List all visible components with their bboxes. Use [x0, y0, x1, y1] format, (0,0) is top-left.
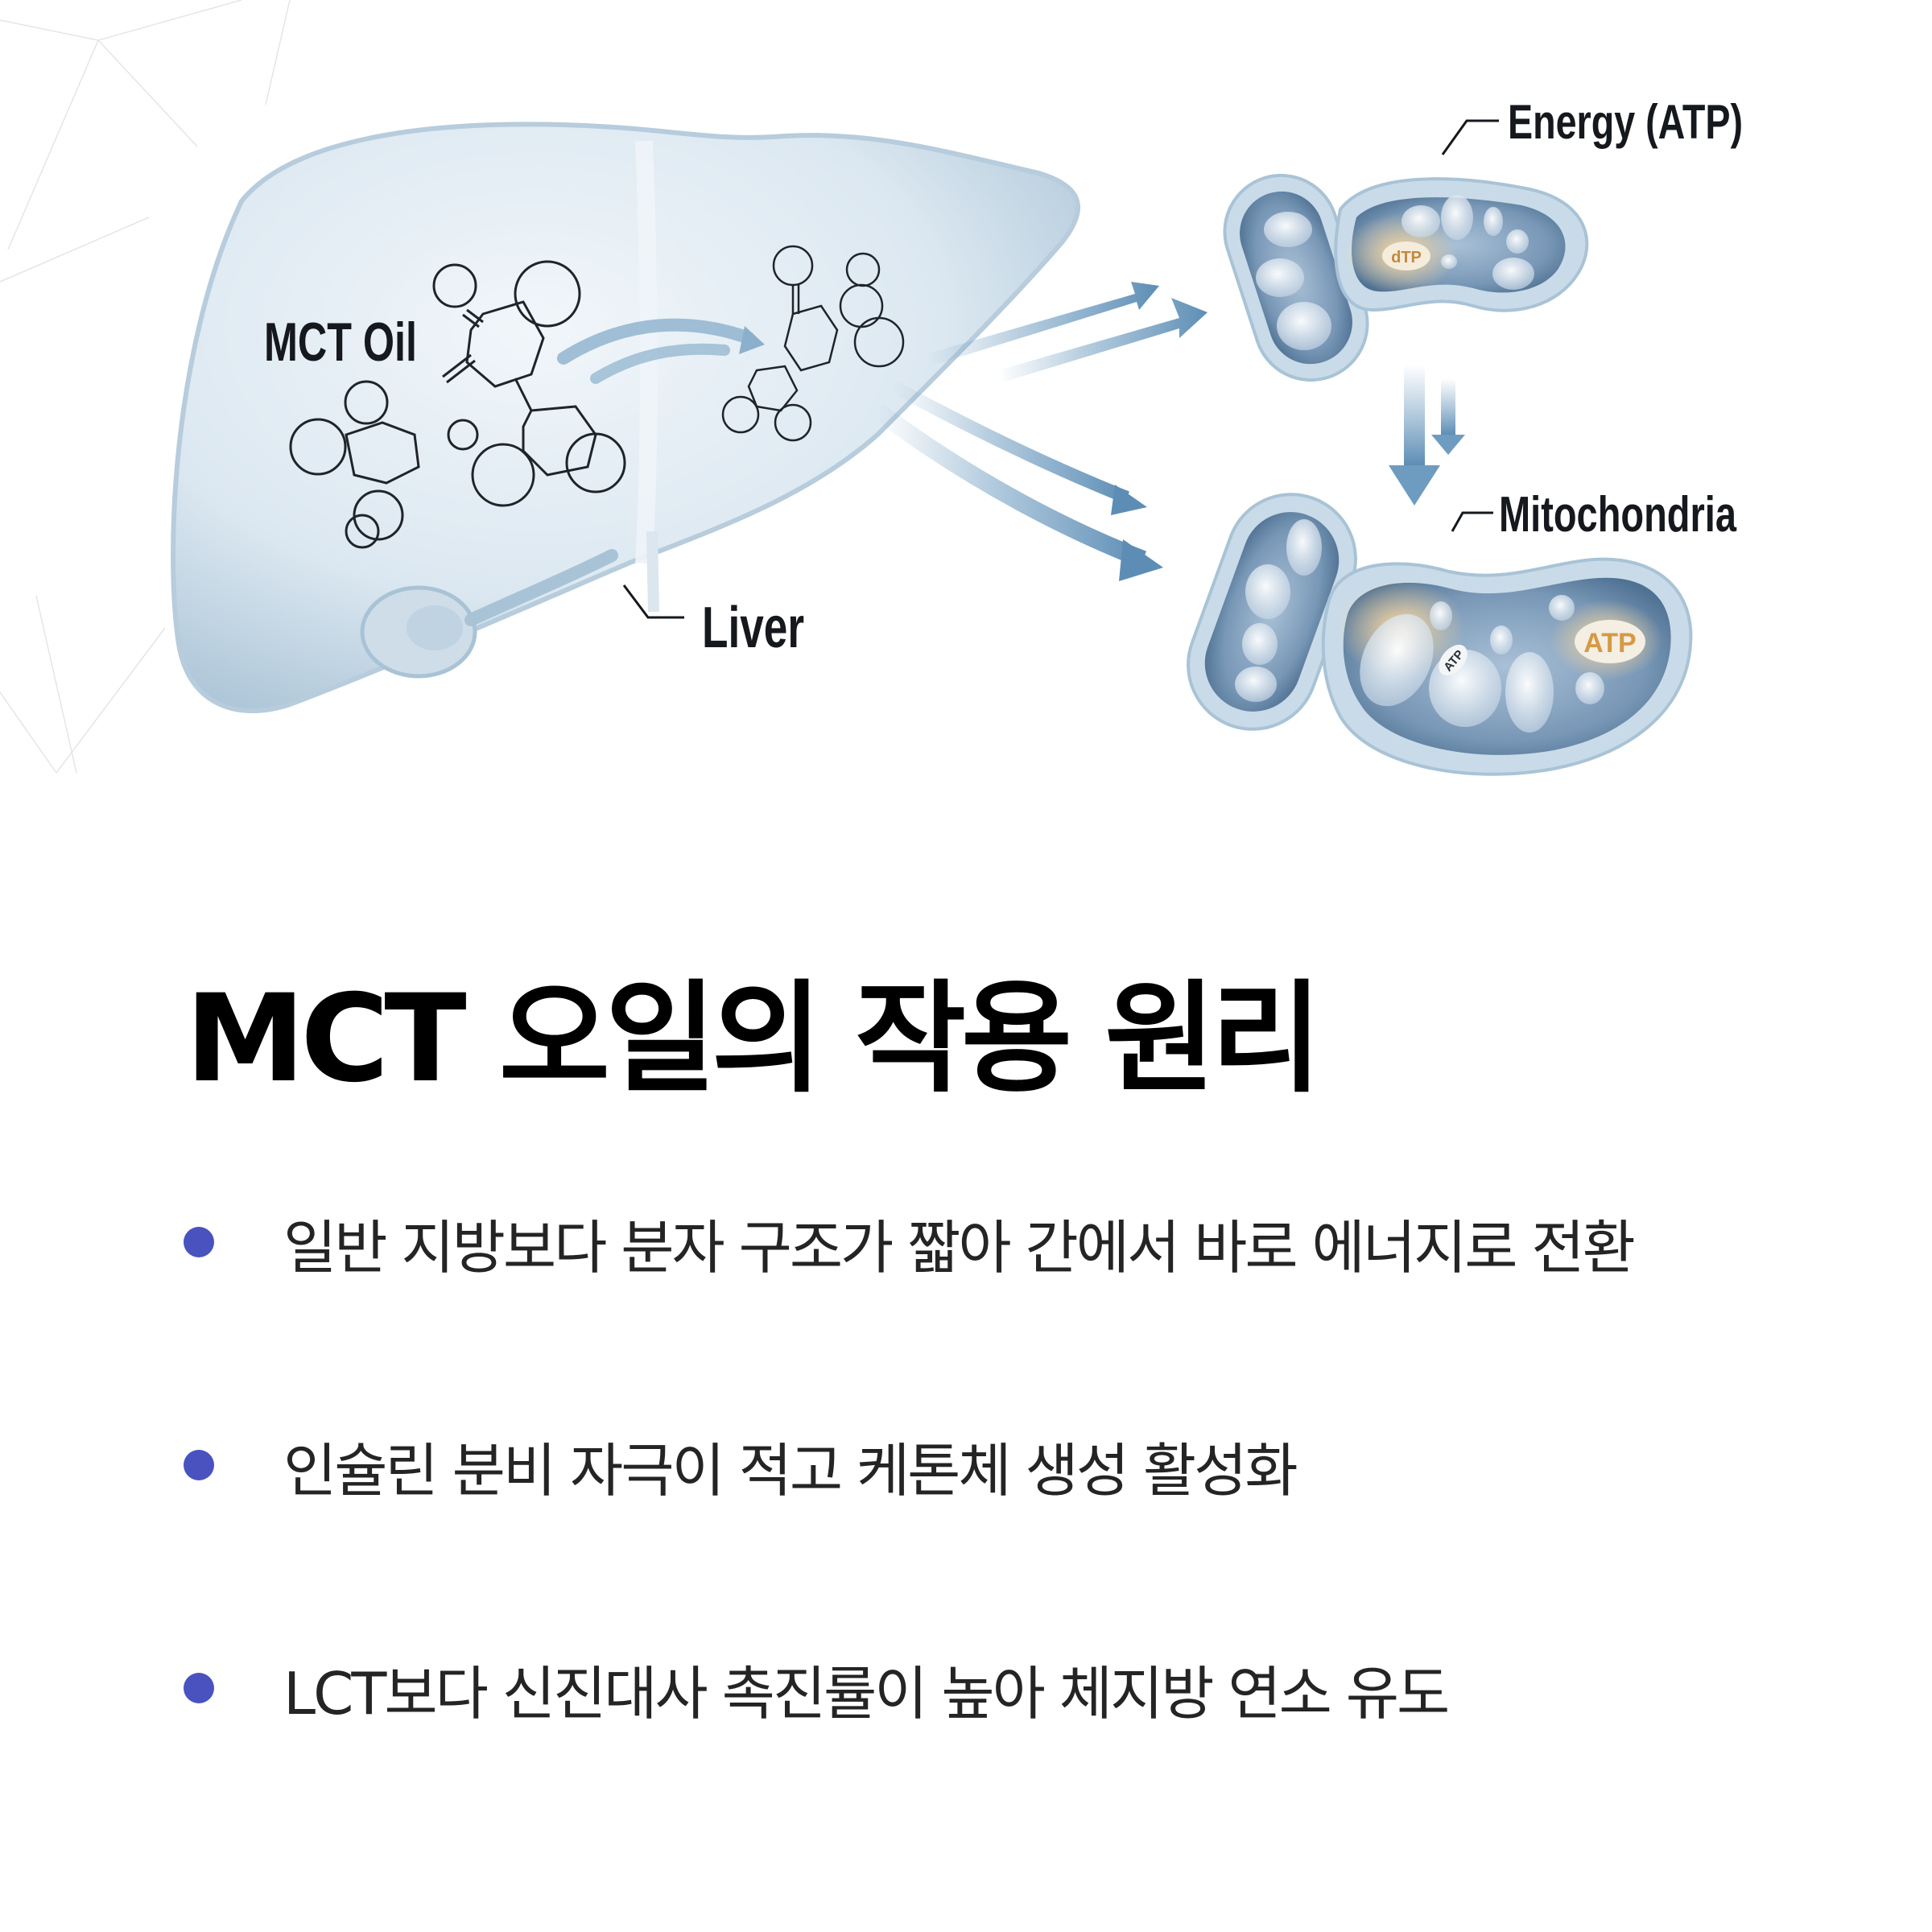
- bullet-dot-icon: [184, 1450, 214, 1480]
- bullet-dot-icon: [184, 1673, 214, 1703]
- list-item: LCT보다 신진대사 촉진률이 높아 체지방 연소 유도: [184, 1648, 1450, 1728]
- mitochondria-top: dTP: [1223, 173, 1589, 382]
- conversion-arrows: [1389, 365, 1465, 506]
- atp-badge-large: ATP: [1583, 628, 1636, 658]
- list-item-text: LCT보다 신진대사 촉진률이 높아 체지방 연소 유도: [283, 1659, 1450, 1728]
- list-item-text: 인슐린 분비 자극이 적고 케톤체 생성 활성화: [283, 1436, 1298, 1505]
- metabolized-molecule-icon: [721, 245, 905, 442]
- bullet-dot-icon: [184, 1227, 214, 1257]
- label-mct-oil: MCT Oil: [264, 312, 417, 373]
- label-mitochondria: Mitochondria: [1499, 487, 1736, 543]
- atp-badge-top: dTP: [1391, 249, 1422, 266]
- liver-graphic: [171, 122, 1080, 713]
- list-item: 인슐린 분비 자극이 적고 케톤체 생성 활성화: [184, 1425, 1298, 1505]
- mct-mechanism-illustration: dTP: [0, 0, 1932, 781]
- label-liver: Liver: [702, 596, 804, 660]
- list-item-text: 일반 지방보다 분자 구조가 짧아 간에서 바로 에너지로 전환: [283, 1213, 1636, 1282]
- leader-lines: [622, 119, 1499, 619]
- page-title: MCT 오일의 작용 원리: [185, 969, 1322, 1109]
- list-item: 일반 지방보다 분자 구조가 짧아 간에서 바로 에너지로 전환: [184, 1202, 1636, 1282]
- mitochondria-bottom: ATP ATP: [1187, 493, 1693, 776]
- mct-molecule-icon: [289, 260, 626, 549]
- energy-flow-arrows: [872, 282, 1208, 581]
- label-energy-atp: Energy (ATP): [1508, 95, 1743, 149]
- background-lines: [0, 0, 291, 774]
